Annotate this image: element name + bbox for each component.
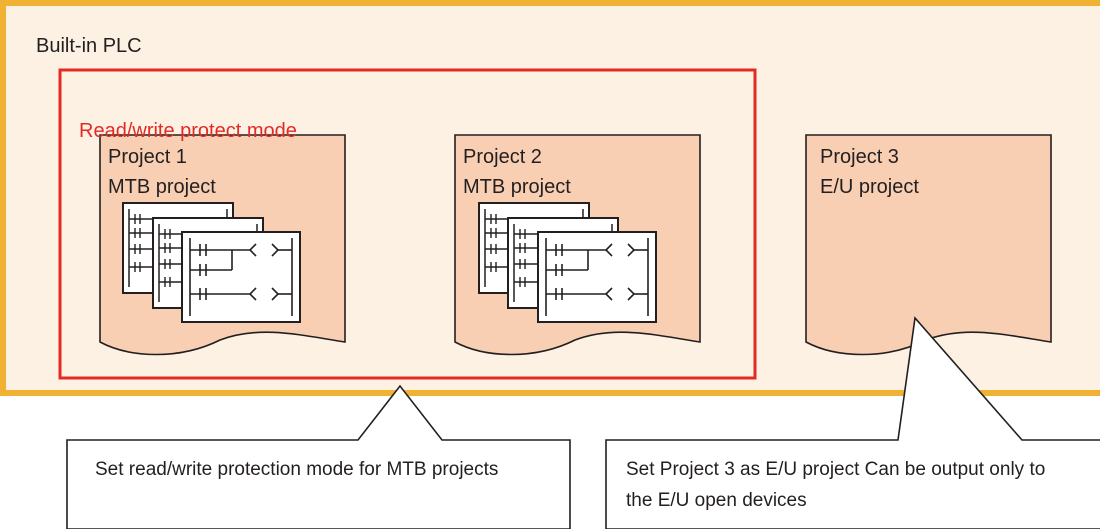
callout-left-box bbox=[66, 384, 571, 529]
protect-zone-frame bbox=[58, 68, 757, 380]
project-1-type: MTB project bbox=[108, 176, 216, 198]
project-3-name: Project 3 bbox=[820, 146, 899, 168]
callout-right-box bbox=[605, 316, 1100, 529]
project-3-type: E/U project bbox=[820, 176, 919, 198]
project-2-type: MTB project bbox=[463, 176, 571, 198]
callout-right-text: Set Project 3 as E/U project Can be outp… bbox=[626, 459, 1046, 511]
plc-title: Built-in PLC bbox=[36, 35, 142, 57]
callout-left-text: Set read/write protection mode for MTB p… bbox=[95, 459, 499, 480]
project-2-name: Project 2 bbox=[463, 146, 542, 168]
protect-zone-title: Read/write protect mode bbox=[79, 120, 297, 142]
project-1-name: Project 1 bbox=[108, 146, 187, 168]
